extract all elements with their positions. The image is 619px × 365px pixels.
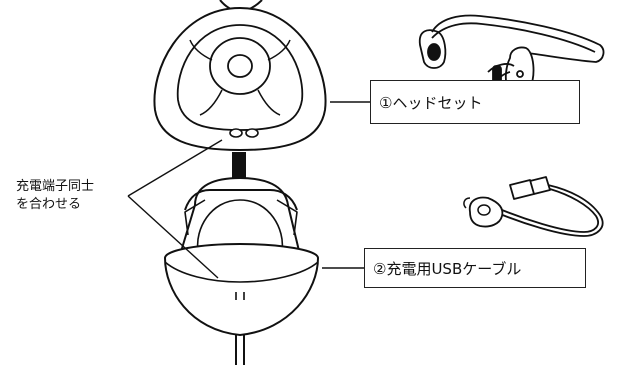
headset-earpiece-illustration — [153, 0, 327, 151]
usb-cable-illustration — [463, 176, 604, 237]
note-line-1: 充電端子同士 — [16, 179, 95, 194]
headset-label-box: ①ヘッドセット — [370, 80, 580, 124]
charging-cradle-illustration — [164, 177, 319, 365]
cable-label: ②充電用USBケーブル — [373, 259, 522, 278]
leader-lines — [127, 101, 370, 279]
cable-label-box: ②充電用USBケーブル — [364, 248, 586, 288]
note-line-2: を合わせる — [16, 197, 82, 212]
headset-label: ①ヘッドセット — [379, 93, 483, 112]
headset-illustration — [418, 14, 605, 95]
connection-note: 充電端子同士 を合わせる — [16, 178, 94, 214]
